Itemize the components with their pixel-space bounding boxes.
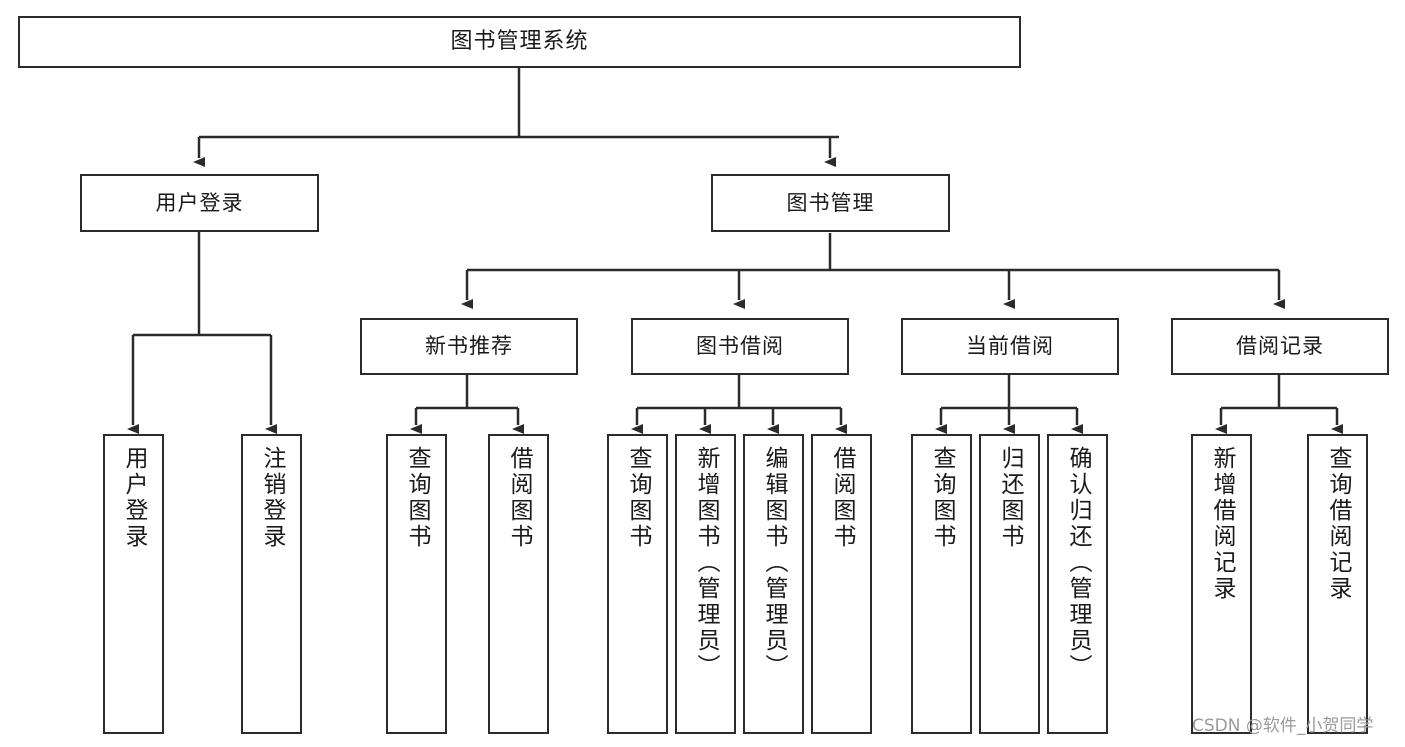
node-leaf-return-book[interactable]: 归还图书	[979, 434, 1040, 734]
node-leaf-query-book-3[interactable]: 查询图书	[911, 434, 972, 734]
node-leaf-query-record-label: 查询借阅记录	[1325, 446, 1351, 602]
node-leaf-add-record-label: 新增借阅记录	[1209, 446, 1235, 602]
node-new-book-recommend-label: 新书推荐	[425, 334, 513, 359]
node-leaf-add-record[interactable]: 新增借阅记录	[1191, 434, 1252, 734]
node-borrow-record-label: 借阅记录	[1236, 334, 1324, 359]
node-leaf-add-book[interactable]: 新增图书（管理员）	[675, 434, 736, 734]
node-leaf-logout[interactable]: 注销登录	[241, 434, 302, 734]
node-current-borrow-label: 当前借阅	[966, 334, 1054, 359]
node-borrow-record[interactable]: 借阅记录	[1171, 318, 1389, 375]
node-leaf-query-book-1-label: 查询图书	[404, 446, 430, 550]
node-leaf-edit-book-label: 编辑图书（管理员）	[761, 446, 787, 680]
node-leaf-query-book-2-label: 查询图书	[625, 446, 651, 550]
node-leaf-logout-label: 注销登录	[259, 446, 285, 550]
node-leaf-confirm-return[interactable]: 确认归还（管理员）	[1047, 434, 1108, 734]
node-root-label: 图书管理系统	[450, 29, 589, 55]
node-leaf-query-record[interactable]: 查询借阅记录	[1307, 434, 1368, 734]
node-root[interactable]: 图书管理系统	[18, 16, 1021, 68]
node-book-management[interactable]: 图书管理	[711, 174, 950, 232]
node-book-borrow[interactable]: 图书借阅	[631, 318, 849, 375]
node-book-management-label: 图书管理	[786, 190, 875, 215]
node-leaf-borrow-book-1-label: 借阅图书	[506, 446, 532, 550]
node-leaf-add-book-label: 新增图书（管理员）	[693, 446, 719, 680]
watermark: CSDN @软件_小贺同学	[1192, 716, 1374, 736]
node-current-borrow[interactable]: 当前借阅	[901, 318, 1119, 375]
node-leaf-user-login[interactable]: 用户登录	[103, 434, 164, 734]
node-leaf-query-book-2[interactable]: 查询图书	[607, 434, 668, 734]
node-leaf-edit-book[interactable]: 编辑图书（管理员）	[743, 434, 804, 734]
node-leaf-borrow-book-2[interactable]: 借阅图书	[811, 434, 872, 734]
node-new-book-recommend[interactable]: 新书推荐	[360, 318, 578, 375]
node-book-borrow-label: 图书借阅	[696, 334, 784, 359]
node-leaf-query-book-1[interactable]: 查询图书	[386, 434, 447, 734]
node-leaf-confirm-return-label: 确认归还（管理员）	[1065, 446, 1091, 680]
node-leaf-user-login-label: 用户登录	[121, 446, 147, 550]
node-leaf-borrow-book-1[interactable]: 借阅图书	[488, 434, 549, 734]
node-leaf-borrow-book-2-label: 借阅图书	[829, 446, 855, 550]
node-leaf-return-book-label: 归还图书	[997, 446, 1023, 550]
node-user-login[interactable]: 用户登录	[80, 174, 319, 232]
node-user-login-label: 用户登录	[155, 190, 244, 215]
node-leaf-query-book-3-label: 查询图书	[929, 446, 955, 550]
